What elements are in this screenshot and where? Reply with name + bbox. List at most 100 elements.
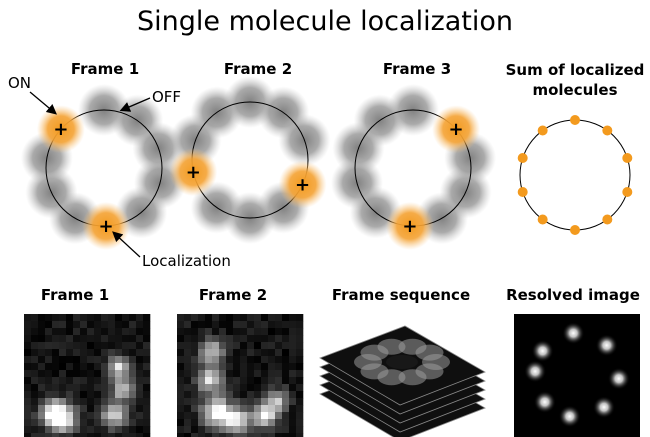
image-pixel xyxy=(52,328,60,336)
image-pixel xyxy=(268,398,276,406)
image-pixel xyxy=(240,349,248,357)
image-pixel xyxy=(101,335,109,343)
image-pixel xyxy=(289,384,297,392)
localization-marker: + xyxy=(402,216,417,237)
image-pixel xyxy=(240,356,248,364)
image-pixel xyxy=(198,328,206,336)
image-pixel xyxy=(94,398,102,406)
image-pixel xyxy=(261,405,269,413)
image-pixel xyxy=(52,349,60,357)
image-pixel xyxy=(38,398,46,406)
image-pixel xyxy=(261,363,269,371)
image-pixel xyxy=(191,335,199,343)
image-pixel xyxy=(129,356,137,364)
image-pixel xyxy=(143,314,151,322)
image-pixel xyxy=(94,433,102,437)
image-pixel xyxy=(45,342,53,350)
image-pixel xyxy=(254,356,262,364)
image-pixel xyxy=(289,342,297,350)
image-pixel xyxy=(24,363,32,371)
image-pixel xyxy=(254,314,262,322)
image-pixel xyxy=(177,328,185,336)
image-pixel xyxy=(268,314,276,322)
image-pixel xyxy=(66,349,74,357)
image-pixel xyxy=(198,370,206,378)
image-pixel xyxy=(73,314,81,322)
image-pixel xyxy=(94,342,102,350)
image-pixel xyxy=(261,349,269,357)
image-pixel xyxy=(198,398,206,406)
image-pixel xyxy=(136,328,144,336)
image-pixel xyxy=(240,398,248,406)
image-pixel xyxy=(73,398,81,406)
image-pixel xyxy=(73,419,81,427)
image-pixel xyxy=(226,398,234,406)
image-pixel xyxy=(87,363,95,371)
image-pixel xyxy=(108,342,116,350)
image-pixel xyxy=(122,405,130,413)
image-pixel xyxy=(282,391,290,399)
image-pixel xyxy=(108,356,116,364)
image-pixel xyxy=(108,391,116,399)
image-pixel xyxy=(219,426,227,434)
image-pixel xyxy=(198,349,206,357)
image-pixel xyxy=(205,328,213,336)
image-pixel xyxy=(115,342,123,350)
image-pixel xyxy=(38,335,46,343)
image-pixel xyxy=(289,321,297,329)
image-pixel xyxy=(129,321,137,329)
image-pixel xyxy=(59,335,67,343)
image-pixel xyxy=(296,412,304,420)
image-pixel xyxy=(136,356,144,364)
localized-dot xyxy=(517,153,528,164)
image-pixel xyxy=(268,363,276,371)
image-pixel xyxy=(184,426,192,434)
image-pixel xyxy=(240,405,248,413)
image-pixel xyxy=(38,349,46,357)
image-pixel xyxy=(80,391,88,399)
image-pixel xyxy=(108,405,116,413)
image-pixel xyxy=(184,433,192,437)
image-pixel xyxy=(261,356,269,364)
image-pixel xyxy=(66,377,74,385)
resolved-spot xyxy=(592,396,615,419)
image-pixel xyxy=(247,419,255,427)
image-pixel xyxy=(122,398,130,406)
image-pixel xyxy=(275,349,283,357)
image-pixel xyxy=(129,349,137,357)
image-pixel xyxy=(289,363,297,371)
image-pixel xyxy=(80,335,88,343)
image-pixel xyxy=(275,314,283,322)
image-pixel xyxy=(219,398,227,406)
image-pixel xyxy=(108,398,116,406)
image-pixel xyxy=(101,349,109,357)
image-pixel xyxy=(136,398,144,406)
image-pixel xyxy=(177,391,185,399)
image-pixel xyxy=(66,433,74,437)
image-pixel xyxy=(24,356,32,364)
image-pixel xyxy=(226,433,234,437)
image-pixel xyxy=(240,433,248,437)
image-pixel xyxy=(212,370,220,378)
image-pixel xyxy=(94,370,102,378)
image-pixel xyxy=(115,426,123,434)
image-pixel xyxy=(247,412,255,420)
image-pixel xyxy=(52,321,60,329)
image-pixel xyxy=(226,391,234,399)
image-pixel xyxy=(198,335,206,343)
image-pixel xyxy=(184,321,192,329)
image-pixel xyxy=(212,391,220,399)
image-pixel xyxy=(31,412,39,420)
image-pixel xyxy=(177,335,185,343)
image-pixel xyxy=(101,377,109,385)
image-pixel xyxy=(31,356,39,364)
image-pixel xyxy=(226,328,234,336)
image-pixel xyxy=(226,405,234,413)
image-pixel xyxy=(94,426,102,434)
image-pixel xyxy=(198,363,206,371)
image-pixel xyxy=(129,342,137,350)
image-pixel xyxy=(66,398,74,406)
image-pixel xyxy=(87,433,95,437)
image-pixel xyxy=(24,349,32,357)
image-pixel xyxy=(73,377,81,385)
